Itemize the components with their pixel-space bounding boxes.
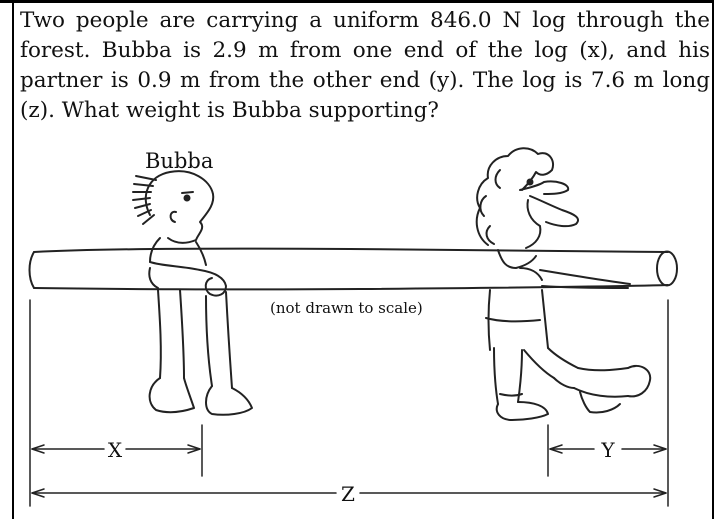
bubba-label: Bubba [145, 149, 213, 173]
dimension-y-label: Y [600, 438, 615, 462]
left-border [12, 0, 14, 519]
partner-figure [475, 147, 652, 421]
bubba-figure [132, 170, 253, 416]
dimension-z-label: Z [341, 482, 355, 506]
right-border [712, 0, 714, 519]
dimensions [29, 299, 669, 507]
scale-note: (not drawn to scale) [270, 299, 423, 317]
top-border [0, 0, 714, 3]
dimension-x-label: X [108, 438, 123, 462]
problem-text: Two people are carrying a uniform 846.0 … [20, 8, 710, 123]
log [28, 247, 678, 291]
